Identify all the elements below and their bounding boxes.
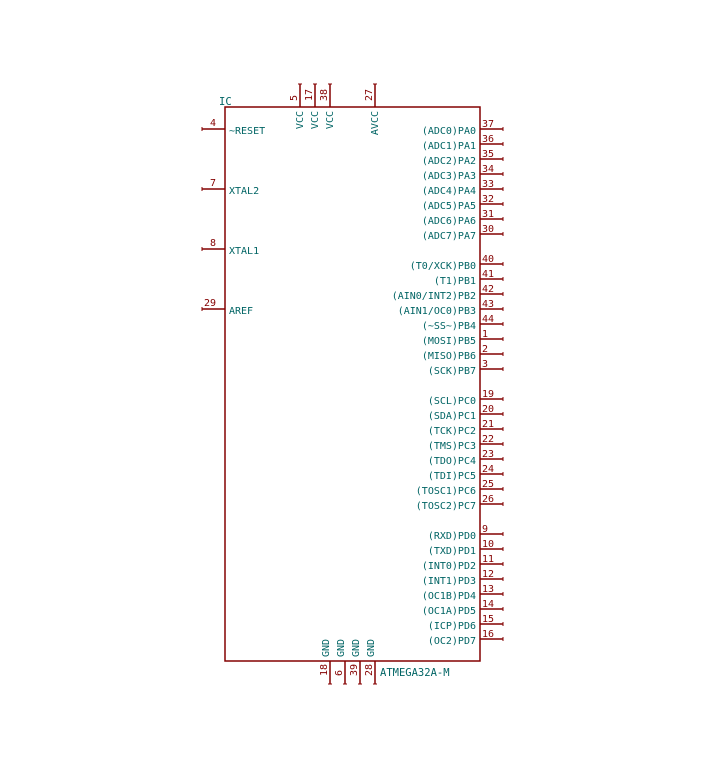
pin-number: 32 [482, 194, 494, 205]
pin-number: 2 [482, 344, 488, 355]
pin-number: 13 [482, 584, 494, 595]
pin-name: XTAL1 [229, 246, 259, 257]
pin-number: 14 [482, 599, 494, 610]
ic-reference: IC [219, 96, 232, 108]
pin-number: 37 [482, 119, 494, 130]
pin-name: VCC [310, 111, 321, 129]
pin-number: 12 [482, 569, 494, 580]
pin-name: (ADC3)PA3 [422, 171, 476, 182]
pin-number: 24 [482, 464, 494, 475]
pin-name: (SDA)PC1 [428, 411, 476, 422]
pin-number: 31 [482, 209, 494, 220]
pin-name: (RXD)PD0 [428, 531, 476, 542]
pin-name: (TDI)PC5 [428, 471, 476, 482]
ic-body [224, 106, 481, 662]
pin-number: 43 [482, 299, 494, 310]
pin-name: (ADC2)PA2 [422, 156, 476, 167]
pin-name: (MOSI)PB5 [422, 336, 476, 347]
pin-number: 40 [482, 254, 494, 265]
pin-name: AVCC [370, 111, 381, 135]
pin-number: 30 [482, 224, 494, 235]
pin-name: (ADC5)PA5 [422, 201, 476, 212]
pin-number: 29 [204, 298, 216, 309]
pin-number: 16 [482, 629, 494, 640]
pin-name: (TXD)PD1 [428, 546, 476, 557]
pin-name: (INT1)PD3 [422, 576, 476, 587]
pin-name: (~SS~)PB4 [422, 321, 476, 332]
pin-name: (AIN0/INT2)PB2 [392, 291, 476, 302]
pin-name: (MISO)PB6 [422, 351, 476, 362]
pin-name: (TMS)PC3 [428, 441, 476, 452]
pin-number: 27 [364, 89, 375, 101]
pin-number: 36 [482, 134, 494, 145]
pin-number: 20 [482, 404, 494, 415]
pin-name: (ADC0)PA0 [422, 126, 476, 137]
pin-name: GND [321, 639, 332, 657]
pin-number: 26 [482, 494, 494, 505]
pin-number: 9 [482, 524, 488, 535]
pin-number: 21 [482, 419, 494, 430]
pin-name: (ICP)PD6 [428, 621, 476, 632]
pin-name: VCC [295, 111, 306, 129]
pin-name: (T0/XCK)PB0 [410, 261, 476, 272]
pin-name: (AIN1/OC0)PB3 [398, 306, 476, 317]
pin-number: 42 [482, 284, 494, 295]
pin-number: 11 [482, 554, 494, 565]
pin-number: 33 [482, 179, 494, 190]
pin-number: 28 [364, 664, 375, 676]
pin-number: 34 [482, 164, 494, 175]
pin-number: 1 [482, 329, 488, 340]
pin-name: (ADC4)PA4 [422, 186, 476, 197]
pin-number: 25 [482, 479, 494, 490]
pin-name: VCC [325, 111, 336, 129]
pin-number: 35 [482, 149, 494, 160]
pin-number: 19 [482, 389, 494, 400]
pin-name: (SCL)PC0 [428, 396, 476, 407]
pin-number: 38 [319, 89, 330, 101]
pin-number: 7 [210, 178, 216, 189]
pin-name: (OC1B)PD4 [422, 591, 476, 602]
pin-number: 22 [482, 434, 494, 445]
pin-name: (TOSC2)PC7 [416, 501, 476, 512]
pin-name: (TCK)PC2 [428, 426, 476, 437]
pin-number: 17 [304, 89, 315, 101]
pin-number: 15 [482, 614, 494, 625]
pin-name: (ADC1)PA1 [422, 141, 476, 152]
pin-name: (OC1A)PD5 [422, 606, 476, 617]
pin-name: (ADC6)PA6 [422, 216, 476, 227]
pin-number: 3 [482, 359, 488, 370]
pin-name: (INT0)PD2 [422, 561, 476, 572]
pin-number: 39 [349, 664, 360, 676]
pin-number: 5 [289, 95, 300, 101]
pin-name: (T1)PB1 [434, 276, 476, 287]
pin-number: 8 [210, 238, 216, 249]
pin-number: 18 [319, 664, 330, 676]
pin-number: 44 [482, 314, 494, 325]
pin-name: (TDO)PC4 [428, 456, 476, 467]
pin-name: GND [336, 639, 347, 657]
pin-name: XTAL2 [229, 186, 259, 197]
pin-number: 41 [482, 269, 494, 280]
pin-name: AREF [229, 306, 253, 317]
pin-name: (SCK)PB7 [428, 366, 476, 377]
pin-name: GND [351, 639, 362, 657]
pin-name: (OC2)PD7 [428, 636, 476, 647]
pin-number: 4 [210, 118, 216, 129]
pin-name: GND [366, 639, 377, 657]
pin-name: (ADC7)PA7 [422, 231, 476, 242]
pin-number: 10 [482, 539, 494, 550]
pin-name: ~RESET [229, 126, 265, 137]
pin-group: 4~RESET7XTAL28XTAL129AREF37(ADC0)PA036(A… [201, 83, 504, 685]
ic-value: ATMEGA32A-M [380, 667, 450, 679]
pin-number: 23 [482, 449, 494, 460]
pin-number: 6 [334, 670, 345, 676]
pin-name: (TOSC1)PC6 [416, 486, 476, 497]
